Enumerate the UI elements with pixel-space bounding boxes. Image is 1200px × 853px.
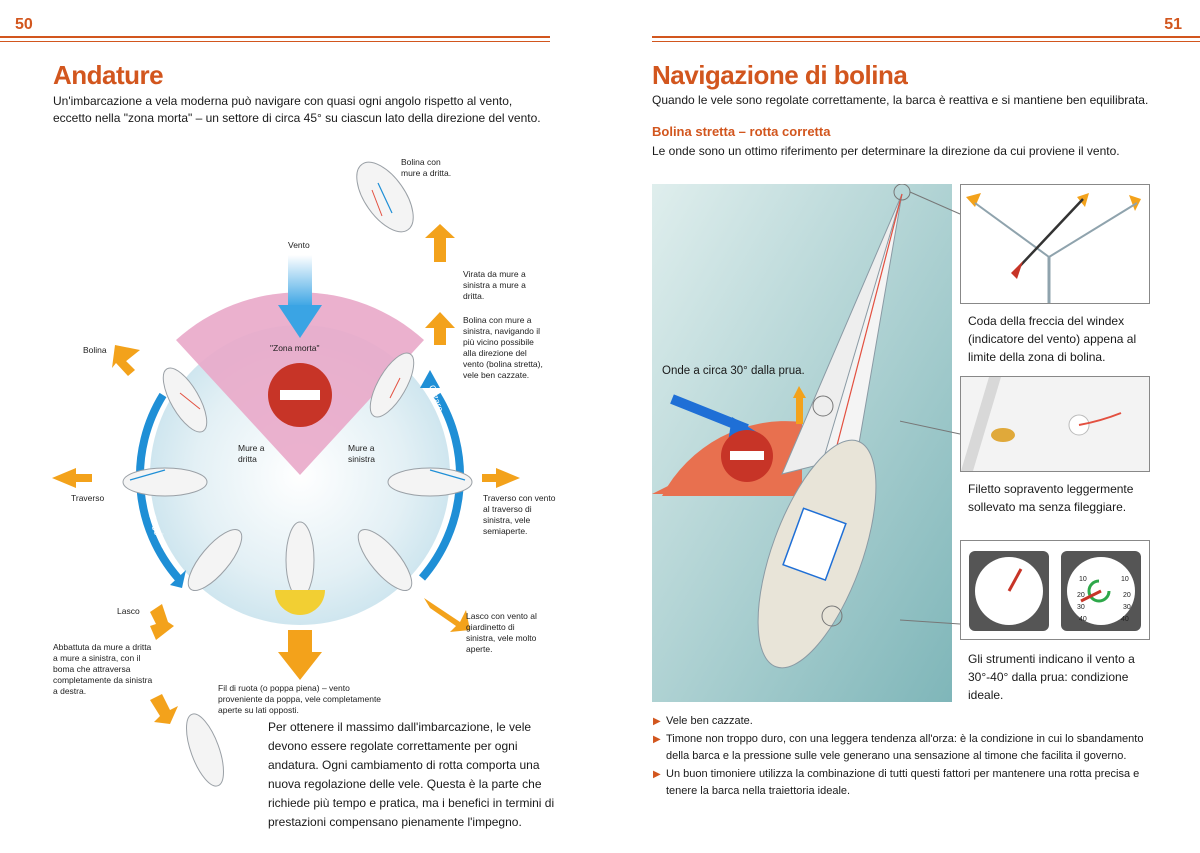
instruments-drawing: 10 20 30 40 10 20 30 40 — [969, 551, 1141, 631]
gauge-tick-label: 30 — [1123, 604, 1131, 611]
gauge-tick-label: 30 — [1077, 604, 1085, 611]
bolina-label: Bolina — [83, 345, 107, 355]
body-paragraph: Per ottenere il massimo dall'imbarcazion… — [268, 720, 555, 829]
bullet-list: ▶Vele ben cazzate. ▶Timone non troppo du… — [653, 713, 1153, 801]
gauge-tick-label: 10 — [1121, 576, 1129, 583]
traverso-sinistra-label: Traverso con vento al traverso di sinist… — [483, 493, 556, 536]
windex-caption: Coda della freccia del windex (indicator… — [968, 314, 1137, 364]
list-item: ▶Vele ben cazzate. — [653, 713, 1153, 730]
traverso-label: Traverso — [71, 493, 105, 503]
wind-arrow-head — [278, 305, 322, 338]
bolina-dritta-label: Bolina con mure a dritta. — [401, 157, 452, 178]
bullet-arrow-icon: ▶ — [653, 716, 661, 727]
onde-label: Onde a circa 30° dalla prua. — [662, 365, 805, 377]
page-title: Navigazione di bolina — [652, 60, 908, 90]
gauge-tick-label: 40 — [1121, 616, 1129, 623]
jib — [781, 193, 903, 475]
lasco-label: Lasco — [117, 606, 140, 616]
gauge-tick-label: 20 — [1077, 592, 1085, 599]
gauge-tick-label: 10 — [1079, 576, 1087, 583]
gauge-tick-label: 20 — [1123, 592, 1131, 599]
telltale-drawing — [961, 377, 1149, 471]
bullet-arrow-icon: ▶ — [653, 769, 661, 780]
header-rule-thin — [652, 41, 1200, 42]
left-page: 50 Andature Un'imbarcazione a vela moder… — [0, 16, 556, 829]
list-item: ▶Un buon timoniere utilizza la combinazi… — [653, 768, 1140, 797]
vento-label: Vento — [288, 240, 310, 250]
windex-drawing — [966, 193, 1141, 303]
filetto-caption: Filetto sopravento leggermente sollevato… — [968, 482, 1134, 514]
bullet-arrow-icon: ▶ — [653, 734, 661, 745]
subtitle: Bolina stretta – rotta corretta — [652, 124, 831, 139]
instruments-detail: 10 20 30 40 10 20 30 40 — [960, 540, 1150, 640]
boat-illustration — [652, 184, 952, 702]
orange-arrows — [52, 224, 520, 724]
strumenti-caption: Gli strumenti indicano il vento a 30°-40… — [968, 652, 1135, 702]
windex-detail — [960, 184, 1150, 304]
lasco-sinistra-label: Lasco con vento al giardinetto di sinist… — [466, 611, 537, 654]
header-rule-thin — [0, 41, 550, 42]
intro-text: Un'imbarcazione a vela moderna può navig… — [53, 94, 541, 125]
heading-arrow — [796, 396, 803, 424]
header-rule — [0, 36, 550, 38]
mure-sinistra-label: Mure a sinistra — [348, 443, 375, 464]
virata-label: Virata da mure a sinistra a mure a dritt… — [463, 269, 526, 301]
abbattuta-label: Abbattuta da mure a dritta a mure a sini… — [53, 642, 153, 696]
mure-dritta-label: Mure a dritta — [238, 443, 265, 464]
page-number: 50 — [15, 16, 33, 33]
bolina-sinistra-label: Bolina con mure a sinistra, navigando il… — [463, 315, 543, 380]
page-number: 51 — [1164, 16, 1182, 33]
boat-icons — [122, 161, 473, 787]
right-page: 51 Navigazione di bolina Quando le vele … — [600, 0, 1200, 853]
spinnaker — [275, 590, 325, 615]
zona-morta-label: "Zona morta" — [270, 343, 320, 353]
header-rule — [652, 36, 1200, 38]
telltale-detail — [960, 376, 1150, 472]
wind-arrow-shaft — [288, 255, 312, 307]
intro-text: Quando le vele sono regolate correttamen… — [652, 93, 1149, 107]
fil-di-ruota-label: Fil di ruota (o poppa piena) – vento pro… — [218, 683, 382, 715]
points-of-sail-diagram — [52, 161, 520, 787]
page-title: Andature — [53, 60, 164, 90]
subintro-text: Le onde sono un ottimo riferimento per d… — [652, 144, 1120, 158]
connector-lines — [900, 191, 961, 625]
list-item: ▶Timone non troppo duro, con una leggera… — [653, 733, 1144, 762]
gauge-tick-label: 40 — [1079, 616, 1087, 623]
